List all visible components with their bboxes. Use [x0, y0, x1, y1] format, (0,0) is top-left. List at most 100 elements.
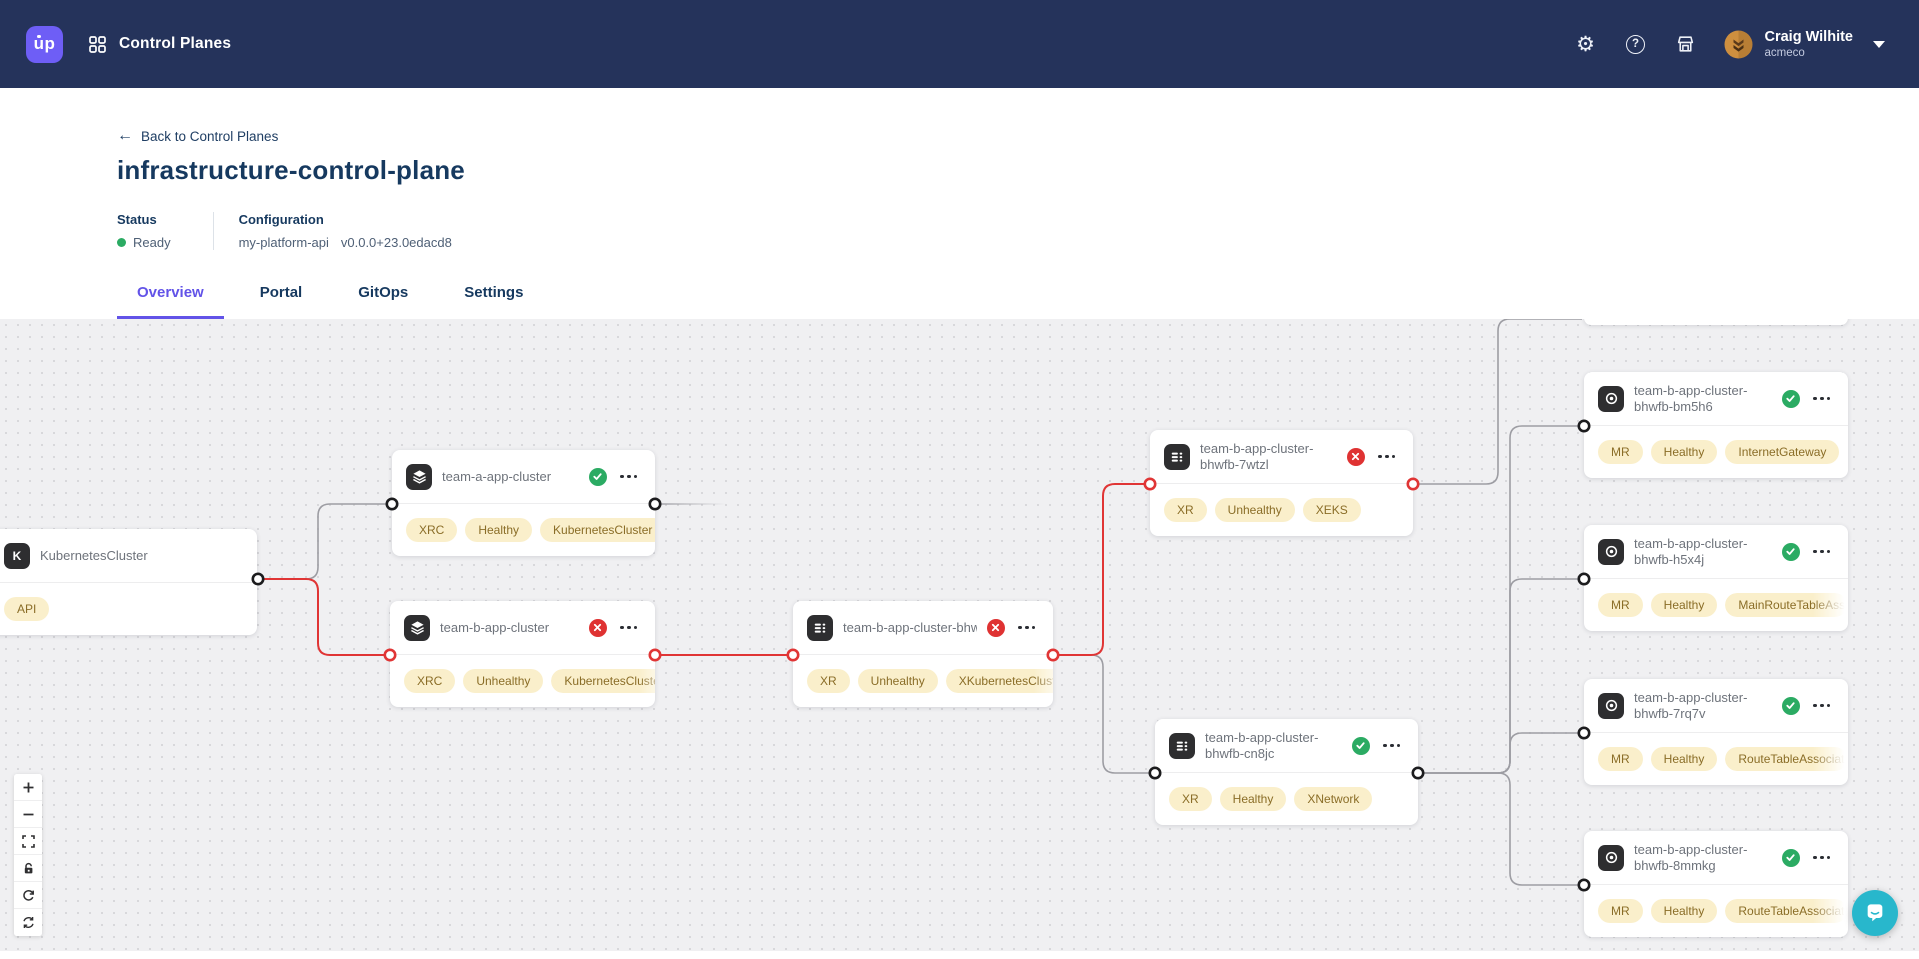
sync-layout-button[interactable]	[14, 909, 42, 936]
divider	[212, 212, 214, 250]
node-title: team-a-app-cluster	[442, 468, 552, 484]
zoom-in-button[interactable]	[14, 774, 42, 801]
caret-down-icon	[1873, 40, 1885, 48]
node-menu-button[interactable]	[1380, 740, 1404, 752]
badge: MR	[1598, 593, 1643, 617]
canvas-controls	[14, 774, 42, 936]
node-title: team-b-app-cluster-bhwfb-7rq7v	[1634, 689, 1748, 721]
top-navbar: up Control Planes ⚙ ?	[0, 0, 1919, 88]
status-healthy-icon	[1351, 736, 1370, 755]
lock-button[interactable]	[14, 855, 42, 882]
node-menu-button[interactable]	[1810, 700, 1834, 712]
badge: XNetwork	[1294, 787, 1373, 811]
node-menu-button[interactable]	[1375, 451, 1399, 463]
settings-icon[interactable]: ⚙	[1576, 32, 1595, 56]
badge: RouteTableAssociation	[1725, 747, 1848, 771]
configuration-version: v0.0.0+23.0edacd8	[340, 235, 452, 250]
help-icon[interactable]: ?	[1624, 32, 1648, 56]
zoom-out-button[interactable]	[14, 801, 42, 828]
node-menu-button[interactable]	[617, 471, 641, 483]
apps-grid-icon[interactable]	[85, 32, 109, 56]
page-header: ← Back to Control Planes infrastructure-…	[0, 88, 1919, 250]
node-team-b-app-cluster-bhwfb-h5x4j[interactable]: team-b-app-cluster-bhwfb-h5x4j MR Health…	[1584, 525, 1848, 631]
node-partial-top[interactable]	[1584, 319, 1848, 325]
composite-resource-icon	[807, 614, 833, 641]
badge: MR	[1598, 899, 1643, 923]
node-title: team-b-app-cluster-bhwfb-h5x4j	[1634, 535, 1748, 567]
badge: InternetGateway	[1725, 440, 1840, 464]
tab-settings[interactable]: Settings	[464, 284, 524, 301]
badge: Healthy	[1650, 593, 1718, 617]
badge: Healthy	[1650, 747, 1718, 771]
reset-view-button[interactable]	[14, 882, 42, 909]
badge: MR	[1598, 440, 1643, 464]
back-link[interactable]: ← Back to Control Planes	[117, 127, 279, 144]
status-block: Status Ready	[117, 212, 171, 250]
node-team-b-app-cluster[interactable]: team-b-app-cluster XRC Unhealthy Kuberne…	[390, 601, 655, 707]
node-title: team-b-app-cluster-bhwfb	[843, 619, 977, 635]
composite-resource-icon	[1169, 732, 1195, 759]
status-error-icon	[1346, 447, 1365, 466]
user-name: Craig Wilhite	[1764, 28, 1854, 45]
node-title: team-b-app-cluster-bhwfb-cn8jc	[1205, 729, 1319, 761]
badge: KubernetesCluster	[551, 669, 655, 693]
configuration-label: Configuration	[238, 212, 324, 227]
logo-dot	[37, 34, 41, 38]
tab-gitops[interactable]: GitOps	[358, 284, 409, 301]
logo-text: up	[33, 34, 56, 53]
status-label: Status	[117, 212, 157, 227]
badge: Healthy	[1650, 440, 1718, 464]
node-menu-button[interactable]	[1810, 546, 1834, 558]
configuration-block: Configuration my-platform-api v0.0.0+23.…	[239, 212, 452, 250]
node-team-b-app-cluster-bhwfb[interactable]: team-b-app-cluster-bhwfb XR Unhealthy XK…	[793, 601, 1053, 707]
tab-overview[interactable]: Overview	[117, 280, 224, 319]
node-team-b-app-cluster-bhwfb-7rq7v[interactable]: team-b-app-cluster-bhwfb-7rq7v MR Health…	[1584, 679, 1848, 785]
node-team-b-app-cluster-bhwfb-cn8jc[interactable]: team-b-app-cluster-bhwfb-cn8jc XR Health…	[1155, 719, 1418, 825]
user-menu[interactable]: Craig Wilhite acmeco	[1724, 28, 1885, 61]
node-menu-button[interactable]	[1810, 393, 1834, 405]
status-healthy-icon	[1781, 848, 1800, 867]
avatar	[1724, 30, 1752, 58]
managed-resource-icon	[1598, 692, 1624, 719]
badge: XEKS	[1302, 498, 1361, 522]
chat-widget-button[interactable]	[1852, 890, 1898, 936]
status-healthy-icon	[588, 467, 607, 486]
badge: XR	[1169, 787, 1212, 811]
node-team-b-app-cluster-bhwfb-8mmkg[interactable]: team-b-app-cluster-bhwfb-8mmkg MR Health…	[1584, 831, 1848, 937]
badge: XRC	[404, 669, 456, 693]
resource-graph-canvas[interactable]: K KubernetesCluster API team-a-app-clust…	[0, 319, 1919, 951]
node-title: team-b-app-cluster-bhwfb-8mmkg	[1634, 841, 1748, 873]
node-team-a-app-cluster[interactable]: team-a-app-cluster XRC Healthy Kubernete…	[392, 450, 655, 556]
fit-view-button[interactable]	[14, 828, 42, 855]
badge: XKubernetesCluster	[945, 669, 1053, 693]
status-value: Ready	[133, 235, 171, 250]
managed-resource-icon	[1598, 844, 1624, 871]
badge: Healthy	[1219, 787, 1287, 811]
node-title: team-b-app-cluster-bhwfb-bm5h6	[1634, 382, 1748, 414]
node-team-b-app-cluster-bhwfb-7wtzl[interactable]: team-b-app-cluster-bhwfb-7wtzl XR Unheal…	[1150, 430, 1413, 536]
node-menu-button[interactable]	[1810, 852, 1834, 864]
marketplace-icon[interactable]	[1674, 32, 1698, 56]
upbound-logo[interactable]: up	[26, 25, 63, 63]
tab-portal[interactable]: Portal	[259, 284, 303, 301]
status-ready-dot	[117, 238, 126, 247]
managed-resource-icon	[1598, 385, 1624, 412]
status-healthy-icon	[1781, 389, 1800, 408]
badge: MR	[1598, 747, 1643, 771]
node-menu-button[interactable]	[617, 622, 641, 634]
back-arrow-icon: ←	[117, 127, 133, 144]
node-kubernetescluster[interactable]: K KubernetesCluster API	[0, 529, 257, 635]
node-team-b-app-cluster-bhwfb-bm5h6[interactable]: team-b-app-cluster-bhwfb-bm5h6 MR Health…	[1584, 372, 1848, 478]
status-error-icon	[986, 618, 1005, 637]
node-menu-button[interactable]	[1015, 622, 1039, 634]
configuration-name: my-platform-api	[238, 235, 329, 250]
status-error-icon	[588, 618, 607, 637]
tab-bar: Overview Portal GitOps Settings	[117, 280, 1919, 319]
kubernetes-cluster-icon: K	[4, 542, 30, 569]
badge: Unhealthy	[1214, 498, 1295, 522]
badge: XR	[807, 669, 850, 693]
badge: KubernetesCluster	[540, 518, 655, 542]
chat-bubble-icon	[1867, 904, 1883, 922]
user-org: acmeco	[1764, 46, 1805, 59]
managed-resource-icon	[1598, 538, 1624, 565]
